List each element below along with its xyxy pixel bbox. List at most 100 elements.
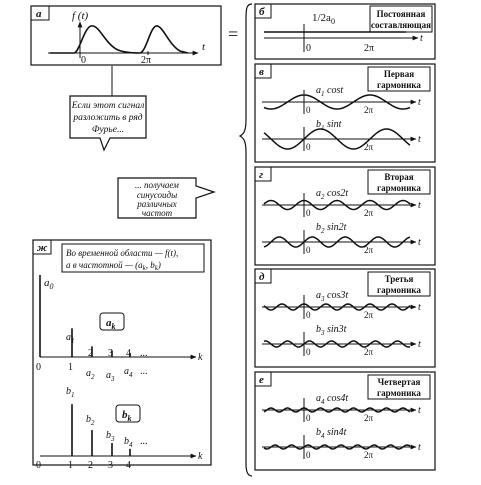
- panel-v-frame: [254, 63, 436, 163]
- panel-zh-callout-box: [61, 243, 205, 273]
- panel-d-cos-coef-sub: 3: [320, 295, 325, 303]
- panel-v-cos-wave: [263, 94, 411, 110]
- spectrum-b-k0: 0: [36, 460, 41, 471]
- callout-sinusoids-line1: ... получаем: [135, 180, 179, 190]
- panel-a-t-label: t: [202, 41, 206, 53]
- panel-b-t-label: t: [420, 33, 423, 44]
- panel-a-tick-2pi: 2π: [141, 55, 151, 66]
- panel-a-signal-curve: [50, 25, 189, 54]
- panel-e-sin-label: b4 sin4t: [316, 427, 347, 440]
- spectrum-b-legend-sub: k: [128, 414, 132, 423]
- panel-d-cos-fn: cos3t: [325, 290, 349, 301]
- spectrum-b2-main: b: [86, 414, 91, 425]
- panel-d-letter-box: [254, 268, 272, 284]
- panel-e-sin-tick-zero: 0: [306, 450, 311, 460]
- panel-a-letter: а: [36, 8, 42, 20]
- panel-v-title-line1: Первая: [384, 69, 414, 79]
- spectrum-b4-label: b4: [124, 436, 133, 449]
- spectrum-b3-main: b: [106, 430, 111, 441]
- panel-e-sin-t-label: t: [418, 442, 421, 453]
- spectrum-b3-label: b3: [106, 430, 115, 443]
- spectrum-a-k0: 0: [36, 362, 41, 373]
- panel-e-title-line2: гармоника: [377, 388, 421, 398]
- spectrum-b-k4: 4: [126, 460, 131, 471]
- panel-g-cos-label: a2 cos2t: [316, 188, 348, 201]
- panel-v-sin-label: b1 sint: [316, 119, 342, 132]
- spectrum-a3-sub: 3: [110, 375, 115, 383]
- panel-v-sin-tick-zero: 0: [306, 142, 311, 152]
- panel-g-sin-wave: [263, 236, 411, 248]
- panel-d-cos-wave: [263, 303, 411, 311]
- spectrum-a-k-label: k: [198, 352, 203, 363]
- spectrum-b-k3: 3: [108, 460, 113, 471]
- panel-b-value-label: 1/2a: [312, 12, 331, 24]
- panel-zh-letter-box: [32, 239, 52, 255]
- panel-g-sin-tick-2pi: 2π: [364, 245, 374, 255]
- panel-v-cos-tick-zero: 0: [306, 105, 311, 115]
- spectrum-a1-main: a: [66, 332, 71, 343]
- panel-v-sin-t-label: t: [418, 134, 421, 145]
- panel-v-title-box: [367, 66, 431, 92]
- spectrum-a4-main: a: [124, 366, 129, 377]
- panel-e-sin-coef-sub: 4: [321, 432, 325, 440]
- spectrum-a1-label: a1: [66, 332, 75, 345]
- panel-e-title-box: [367, 374, 431, 400]
- panel-e-cos-coef: a: [316, 393, 321, 404]
- panel-b-title-line1: Постоянная: [377, 9, 426, 19]
- callout-expand-bubble: [69, 95, 147, 152]
- panel-d-sin-wave: [263, 340, 411, 348]
- spectrum-b1-main: b: [66, 386, 71, 397]
- panel-d-sin-label: b3 sin3t: [316, 324, 347, 337]
- panel-e-cos-tick-2pi: 2π: [364, 413, 374, 423]
- callout-sinusoids: ... получаем синусоиды различных частот: [117, 177, 216, 219]
- panel-d-cos-t-label: t: [418, 302, 421, 313]
- panel-e-cos-wave: [263, 407, 411, 413]
- panel-g-cos-coef-sub: 2: [321, 193, 325, 201]
- spectrum-b-k1: 1: [68, 460, 73, 471]
- spectrum-b-legend: bk: [122, 409, 132, 423]
- spectrum-b-legend-box: [115, 404, 141, 423]
- panel-zh-frame: [32, 239, 212, 466]
- panel-e-cos-fn: cos4t: [325, 393, 349, 404]
- spectrum-a-dots-upper: ...: [140, 348, 148, 359]
- panel-e-title-line1: Четвертая: [378, 377, 421, 387]
- panel-v-cos-fn: cost: [325, 85, 344, 96]
- spectrum-b1-sub: 1: [71, 391, 75, 399]
- panel-d-cos-label: a3 cos3t: [316, 290, 348, 303]
- spectrum-a4-label: a4: [124, 366, 133, 379]
- panel-b-tick-zero: 0: [306, 43, 311, 54]
- panel-a: а f (t) t 0 2π: [30, 5, 222, 66]
- panel-v-letter: в: [259, 66, 264, 78]
- spectrum-a2-main: a: [86, 368, 91, 379]
- panel-g-sin-coef: b: [316, 222, 321, 233]
- callout-sinusoids-line2: синусоиды: [137, 190, 177, 200]
- spectrum-b2-label: b2: [86, 414, 95, 427]
- panel-g-cos-t-label: t: [418, 200, 421, 211]
- spectrum-a-legend-sub: k: [112, 322, 116, 331]
- spectrum-a-legend-box: [99, 312, 125, 331]
- panel-d-sin-fn: sin3t: [325, 324, 347, 335]
- panel-d-title-line1: Третья: [385, 274, 414, 284]
- panel-b-letter: б: [259, 6, 265, 18]
- panel-d-title-box: [367, 271, 431, 297]
- equals-sign: =: [228, 24, 238, 44]
- panel-a-letter-box: [30, 5, 50, 21]
- spectrum-a3-main: a: [106, 370, 111, 381]
- panel-v-letter-box: [254, 63, 272, 79]
- panel-g-letter-box: [254, 166, 272, 182]
- panel-b-frame: [254, 3, 436, 60]
- panel-e-frame: [254, 371, 436, 471]
- panel-b-title-line2: составляющая: [371, 20, 431, 30]
- spectrum-a3-label: a3: [106, 370, 115, 383]
- panel-v-cos-tick-2pi: 2π: [364, 105, 374, 115]
- panel-zh: ж Во временной области — f(t), а в часто…: [32, 239, 212, 471]
- spectrum-b3-sub: 3: [110, 435, 115, 443]
- spectrum-a0-main: a: [44, 277, 50, 289]
- panel-b-tick-2pi: 2π: [364, 43, 374, 54]
- callout-expand-line1: Если этот сигнал: [71, 101, 144, 111]
- panel-d-cos-tick-2pi: 2π: [364, 310, 374, 320]
- panel-g-letter: г: [259, 169, 263, 181]
